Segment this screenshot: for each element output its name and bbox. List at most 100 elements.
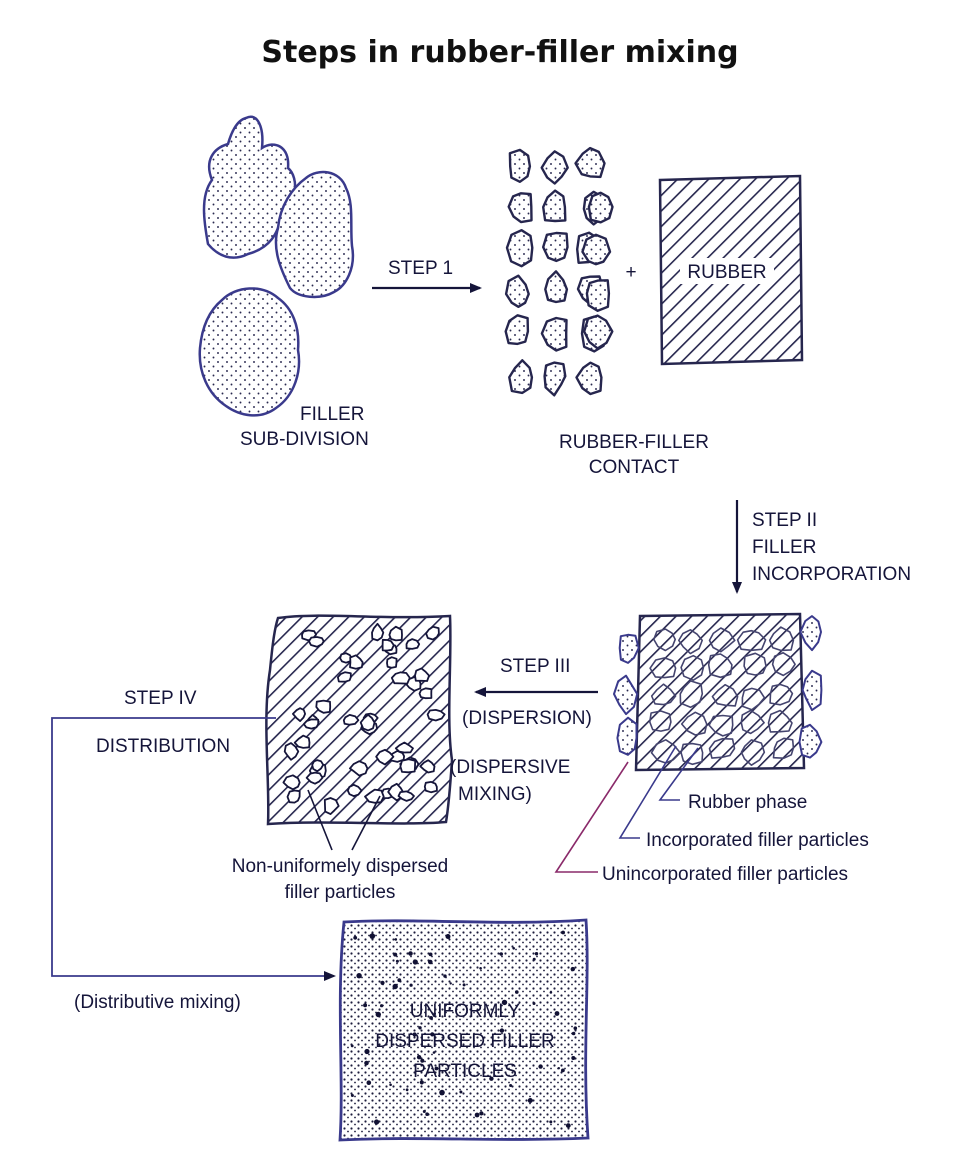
dispersed-filler-dot [374, 1119, 379, 1124]
subdivided-filler-particles [506, 148, 613, 395]
filler-particle [542, 318, 567, 351]
filler-particle [589, 193, 613, 223]
filler-particle [577, 363, 602, 394]
dispersed-filler-dot [351, 1094, 354, 1097]
dispersed-filler-dot [509, 1084, 512, 1087]
filler-particle [545, 363, 566, 396]
step2-label-line1: STEP II [752, 510, 817, 531]
dispersed-filler-dot [410, 984, 413, 987]
dispersed-filler-dot [561, 931, 565, 935]
dispersed-filler-dot [499, 952, 503, 956]
dispersed-filler-dot [389, 1084, 392, 1087]
dispersed-filler-dot [395, 938, 398, 941]
filler-particle [506, 276, 529, 307]
uniform-label-line3: PARTICLES [413, 1061, 517, 1082]
incorporated-particles-label: Incorporated filler particles [646, 830, 869, 851]
dispersed-filler-particle [344, 715, 359, 725]
rubber-label: RUBBER [687, 262, 766, 283]
dispersed-filler-dot [380, 1004, 383, 1007]
dispersed-filler-dot [571, 967, 575, 971]
dispersed-filler-dot [370, 933, 376, 939]
dispersed-filler-dot [450, 982, 452, 984]
dispersed-filler-particle [309, 637, 324, 647]
dispersed-filler-dot [396, 960, 399, 963]
dispersed-filler-particle [425, 782, 437, 792]
dispersed-filler-particle [338, 672, 351, 682]
dispersed-filler-dot [367, 1080, 372, 1085]
incorporated-block [636, 614, 804, 770]
dispersed-filler-dot [364, 1049, 369, 1054]
dispersed-filler-dot [380, 981, 384, 985]
dispersed-filler-particle [316, 701, 330, 713]
step3-label: STEP III [500, 656, 570, 677]
dispersive-mixing-label-line2: MIXING) [458, 784, 532, 805]
dispersed-filler-dot [479, 1111, 483, 1115]
dispersed-filler-particle [383, 640, 394, 651]
dispersed-filler-particle [428, 710, 445, 721]
dispersed-filler-dot [475, 1113, 480, 1118]
dispersed-filler-dot [446, 934, 451, 939]
filler-particle [587, 280, 609, 311]
dispersed-filler-dot [572, 1032, 576, 1036]
dispersed-filler-dot [571, 1056, 575, 1060]
unincorporated-filler-particle [617, 718, 636, 755]
dispersion-label: (DISPERSION) [462, 708, 592, 729]
plus-sign: + [625, 262, 636, 283]
dispersed-filler-dot [566, 1123, 571, 1128]
dispersed-filler-dot [533, 958, 536, 961]
rubber-filler-contact-label-line1: RUBBER-FILLER [559, 432, 709, 453]
dispersed-filler-dot [353, 936, 357, 940]
step2-label-line2: FILLER [752, 537, 816, 558]
dispersed-filler-particle [392, 672, 410, 683]
dispersed-filler-dot [533, 1002, 536, 1005]
dispersed-filler-dot [423, 1110, 426, 1113]
dispersed-filler-dot [459, 1091, 462, 1094]
filler-particle [509, 193, 532, 222]
dispersed-filler-dot [408, 951, 413, 956]
dispersed-filler-dot [356, 973, 361, 978]
filler-particle [543, 233, 567, 261]
uniform-label-line1: UNIFORMLY [410, 1001, 521, 1022]
dispersed-filler-dot [397, 978, 401, 982]
dispersed-filler-particle [400, 759, 415, 772]
filler-particle [509, 360, 532, 393]
dispersed-filler-dot [512, 947, 515, 950]
dispersed-filler-particle [288, 791, 300, 803]
unincorporated-particles-label: Unincorporated filler particles [602, 864, 848, 885]
dispersed-filler-dot [393, 953, 397, 957]
unincorporated-filler-particle [620, 635, 639, 663]
dispersed-filler-dot [393, 984, 398, 989]
non-uniform-label-line1: Non-uniformely dispersed [232, 856, 449, 877]
dispersed-filler-dot [555, 1011, 560, 1016]
dispersed-filler-dot [429, 953, 433, 957]
filler-agglomerate-3 [200, 288, 299, 415]
rubber-phase-label: Rubber phase [688, 792, 807, 813]
uniform-block [340, 920, 588, 1140]
uniform-label-line2: DISPERSED FILLER [375, 1031, 555, 1052]
dispersed-filler-dot [479, 967, 482, 970]
dispersed-filler-dot [443, 974, 446, 977]
dispersed-filler-dot [417, 1055, 421, 1059]
dispersed-filler-dot [351, 1045, 354, 1048]
unincorporated-filler-particle [803, 671, 822, 710]
filler-particle [543, 191, 565, 221]
filler-agglomerates [200, 117, 353, 416]
dispersed-filler-dot [561, 1069, 565, 1073]
dispersed-filler-dot [428, 960, 433, 965]
filler-particle [507, 230, 532, 266]
filler-particle [542, 151, 568, 183]
dispersed-filler-dot [515, 990, 519, 994]
dispersed-filler-dot [425, 1112, 429, 1116]
non-uniform-label-line2: filler particles [285, 882, 396, 903]
dispersed-filler-dot [528, 1098, 533, 1103]
step4-label: STEP IV [124, 688, 197, 709]
step1-label: STEP 1 [388, 258, 453, 279]
incorporated-mixture [614, 614, 821, 770]
rubber-filler-contact-label-line2: CONTACT [589, 457, 680, 478]
dispersed-filler-dot [558, 1067, 560, 1069]
dispersed-filler-dot [364, 1061, 369, 1066]
uniform-mixture [340, 920, 588, 1140]
unincorporated-filler-particle [800, 616, 821, 650]
dispersed-filler-dot [550, 991, 553, 994]
